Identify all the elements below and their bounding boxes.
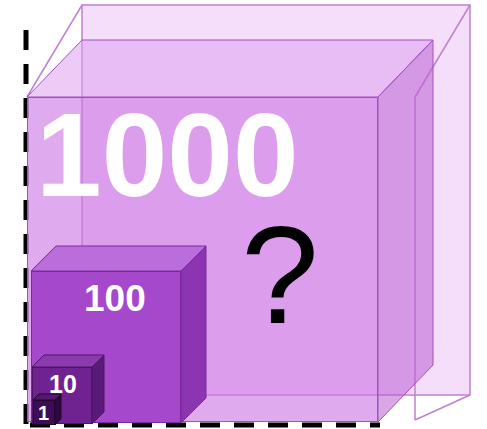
question-mark: ? [241,205,319,345]
cube-value: 10 [49,372,77,397]
cube-front: 101 [32,367,92,424]
cube-side-face [55,394,61,425]
cube-side-face [378,40,433,422]
cube-front: 100 101 [31,271,181,423]
cube-value: 1000 [36,96,299,214]
cube-side-face [92,355,104,424]
cube-top-face [27,40,433,97]
cube-value: 100 [84,280,146,317]
cube-top-face [31,246,206,271]
cube-front: 1000? 100 101 [27,97,378,422]
cube-front: 1 [33,400,55,425]
ghost-edge [415,395,470,420]
cube-value: 1 [38,403,49,423]
cube-side-face [181,246,206,423]
